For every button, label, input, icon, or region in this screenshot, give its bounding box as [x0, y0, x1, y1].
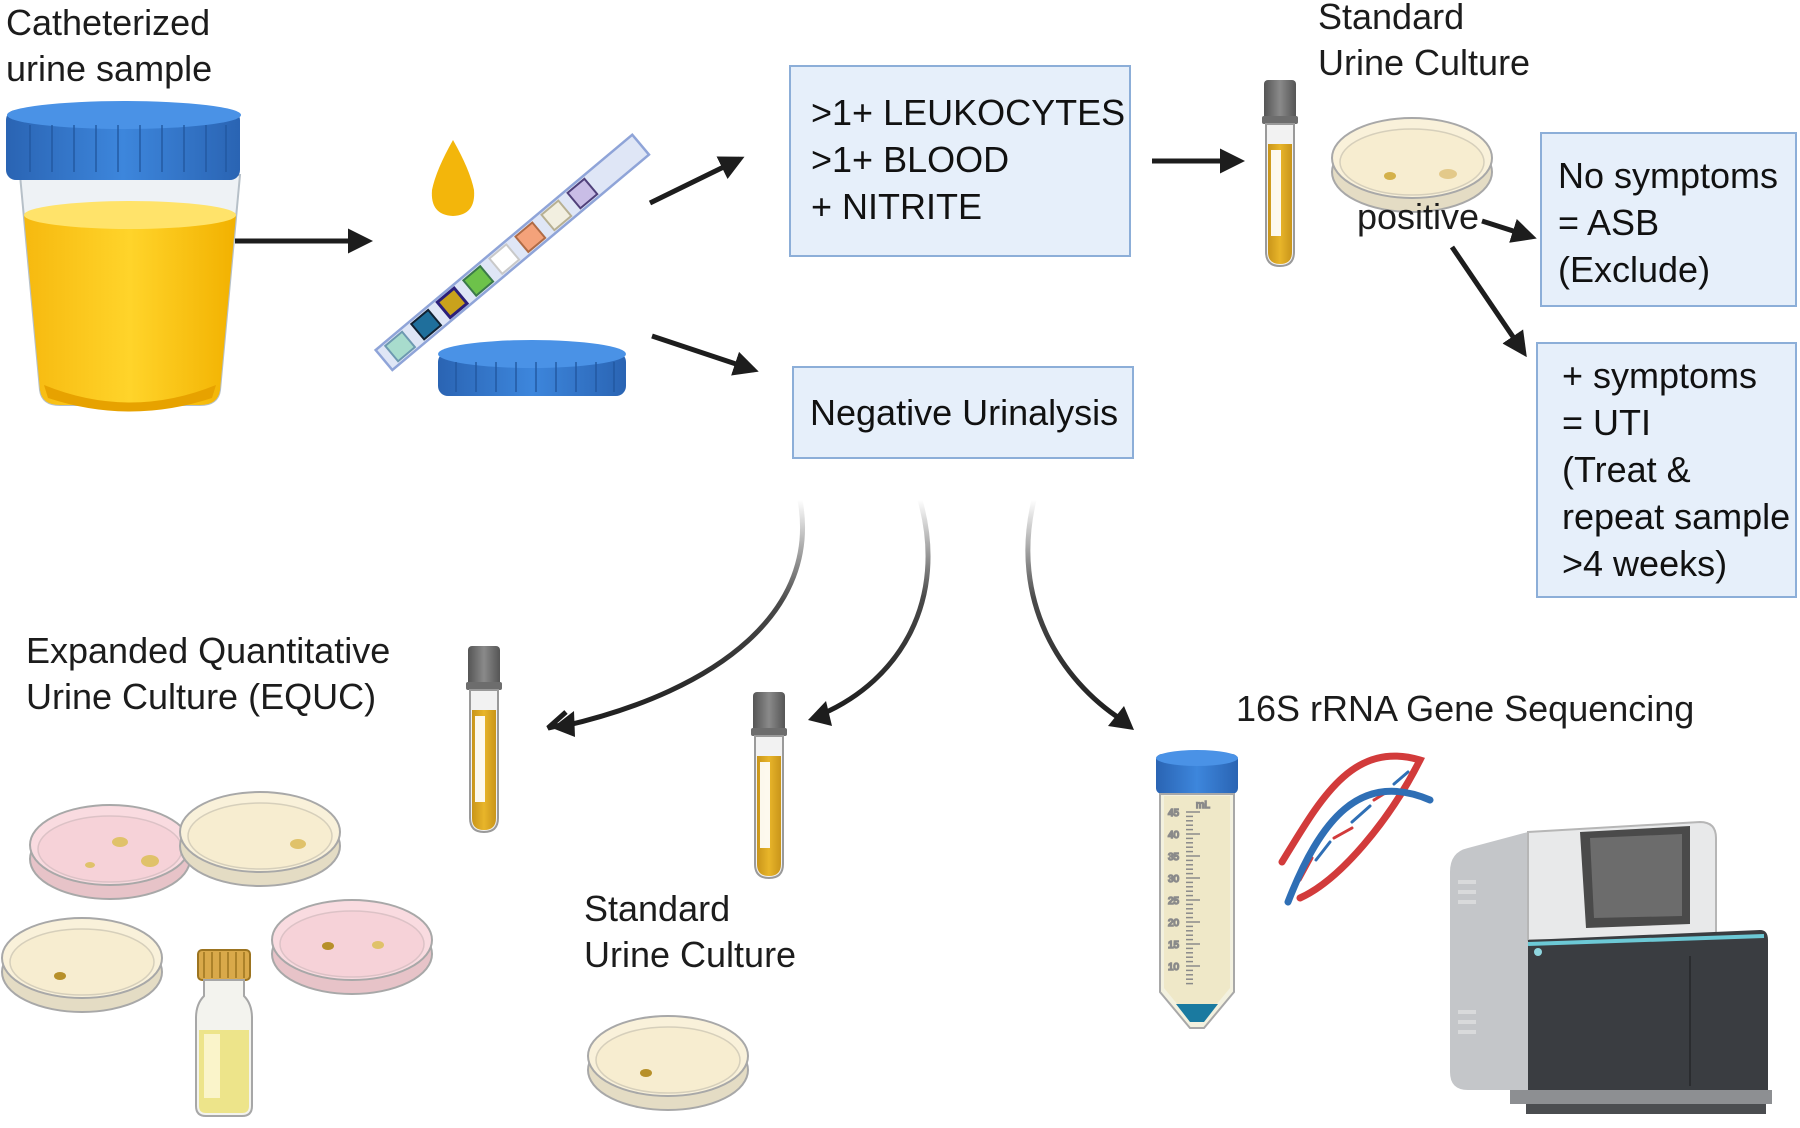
standard-culture-top-label: Standard Urine Culture — [1318, 0, 1531, 83]
tube-tick-label: 25 — [1168, 896, 1180, 907]
positive-urinalysis-box: >1+ LEUKOCYTES >1+ BLOOD + NITRITE — [789, 65, 1131, 257]
petri-dish-cream-top-icon — [179, 791, 341, 887]
arrowhead-equc — [552, 711, 575, 737]
catheterized-sample-label: Catheterized urine sample — [6, 2, 213, 89]
tube-tick-label: 35 — [1168, 852, 1180, 863]
standard-tube-bottom-icon — [750, 691, 788, 879]
negative-urinalysis-box: Negative Urinalysis — [792, 366, 1134, 459]
sequencer-machine-icon — [1450, 820, 1772, 1114]
dipstick-icon — [373, 132, 651, 372]
tube-tick-label: 30 — [1168, 874, 1180, 885]
dna-rung — [1314, 840, 1332, 862]
cup-lid-icon — [438, 340, 626, 396]
equc-tube-icon — [465, 645, 503, 833]
arrowhead-standard — [808, 701, 832, 726]
dna-rung — [1350, 804, 1372, 824]
dna-rung — [1392, 770, 1410, 786]
asb-box: No symptoms = ASB (Exclude) — [1540, 132, 1797, 307]
petri-dish-pink-right-icon — [271, 899, 433, 995]
arrow-to-uti — [1449, 245, 1527, 358]
petri-dish-cream-left-icon — [1, 917, 163, 1013]
uti-box: + symptoms = UTI (Treat & repeat sample … — [1536, 342, 1797, 598]
dna-helix-icon — [1278, 752, 1434, 906]
petri-dish-bottom-icon — [587, 1015, 749, 1111]
petri-dish-pink-left-icon — [29, 804, 191, 900]
conical-tube-icon: mL 45 40 35 30 25 20 15 10 — [1156, 750, 1238, 1029]
tube-unit-label: mL — [1196, 800, 1210, 811]
equc-label: Expanded Quantitative Urine Culture (EQU… — [26, 630, 391, 717]
urine-drop-icon — [431, 140, 475, 216]
positive-label: positive — [1357, 196, 1480, 237]
arrow-to-asb — [1481, 218, 1537, 243]
arrow-to-negative-urinalysis — [651, 333, 759, 376]
tube-tick-label: 10 — [1168, 962, 1180, 973]
sequencing-label: 16S rRNA Gene Sequencing — [1236, 688, 1695, 729]
tube-tick-label: 15 — [1168, 940, 1180, 951]
arrow-to-standard-culture-bottom — [820, 499, 931, 717]
arrow-to-positive-urinalysis — [648, 156, 745, 206]
broth-vial-icon — [195, 949, 253, 1117]
tube-tick-label: 40 — [1168, 830, 1180, 841]
arrowhead-sequencing — [1108, 706, 1134, 730]
tube-tick-label: 45 — [1168, 808, 1180, 819]
tube-tick-label: 20 — [1168, 918, 1180, 929]
arrow-to-equc — [563, 499, 805, 729]
urine-cup-icon — [6, 101, 242, 412]
dna-rung — [1332, 826, 1354, 840]
arrow-to-sequencing — [1025, 499, 1124, 723]
standard-culture-bottom-label: Standard Urine Culture — [584, 888, 797, 975]
culture-tube-icon — [1261, 79, 1299, 267]
petri-dish-top-icon — [1331, 117, 1493, 213]
